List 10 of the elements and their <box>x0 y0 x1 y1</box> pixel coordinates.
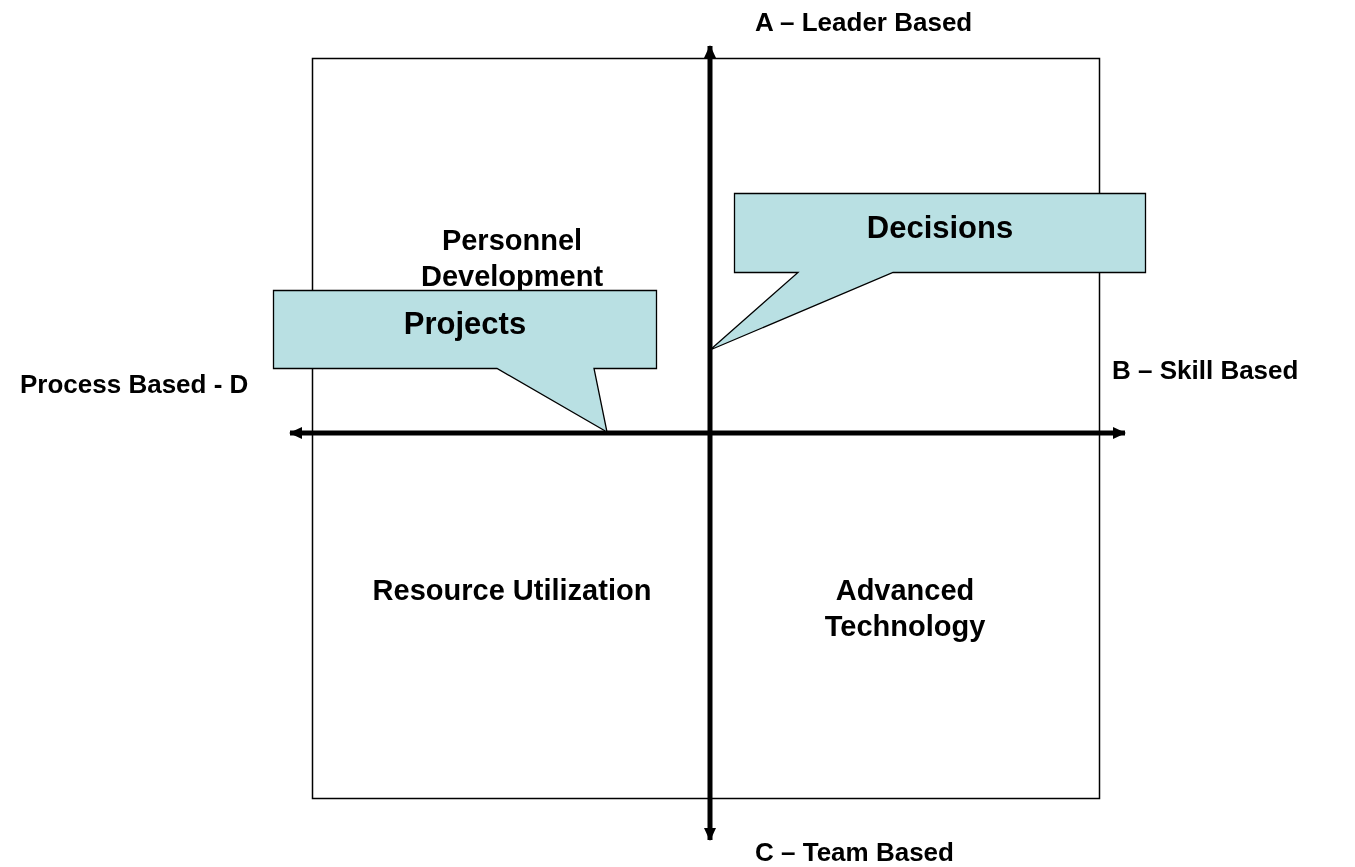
callout-text: Decisions <box>865 210 1015 246</box>
axis-label: Process Based - D <box>20 368 249 400</box>
callout-text: Projects <box>402 306 528 342</box>
axis-label: C – Team Based <box>755 836 954 867</box>
axis-label: B – Skill Based <box>1112 354 1299 386</box>
axis-label: A – Leader Based <box>755 6 973 38</box>
quadrant-label: Personnel Development <box>419 223 605 294</box>
callout-bubble <box>273 290 657 433</box>
quadrant-label: Advanced Technology <box>823 573 987 644</box>
quadrant-label: Resource Utilization <box>372 573 652 608</box>
